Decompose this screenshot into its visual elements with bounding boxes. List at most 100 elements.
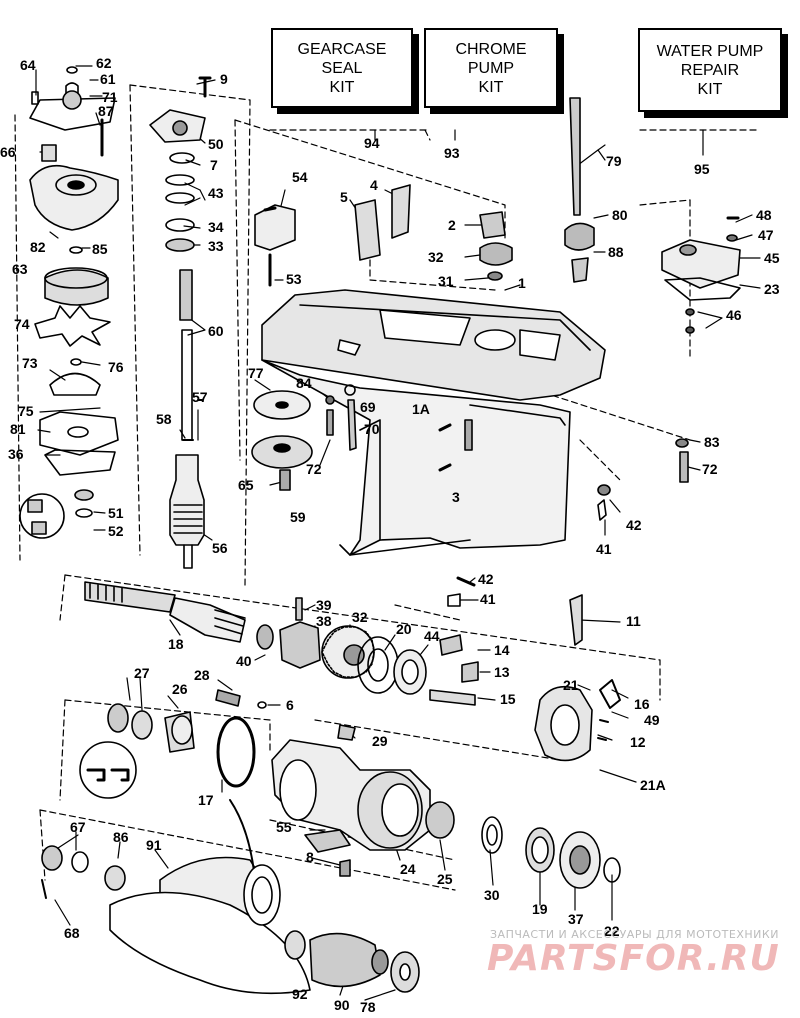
callout-9: 9 xyxy=(220,71,228,87)
callout-7: 7 xyxy=(210,157,218,173)
washer-6 xyxy=(257,701,267,709)
callout-17: 17 xyxy=(198,792,214,808)
drive-shaft-56 xyxy=(169,454,205,546)
callout-41: 41 xyxy=(596,541,612,557)
callout-77: 77 xyxy=(248,365,264,381)
callout-55: 55 xyxy=(276,819,292,835)
callout-14: 14 xyxy=(494,642,510,658)
callout-13: 13 xyxy=(494,664,510,680)
shift-lever-14 xyxy=(439,634,463,656)
callout-42b: 42 xyxy=(478,571,494,587)
pin-49 xyxy=(599,719,609,723)
screw-8 xyxy=(339,859,351,877)
ring-22 xyxy=(603,857,621,883)
shaft-60 xyxy=(181,329,193,441)
pin-39 xyxy=(295,597,303,621)
callout-44: 44 xyxy=(424,628,440,644)
callout-90: 90 xyxy=(334,997,350,1013)
washer-47 xyxy=(726,234,738,242)
callout-56: 56 xyxy=(212,540,228,556)
callout-47: 47 xyxy=(758,227,774,243)
callout-86: 86 xyxy=(113,829,129,845)
washer-34 xyxy=(165,218,195,232)
callout-75: 75 xyxy=(18,403,34,419)
callout-22: 22 xyxy=(604,923,620,939)
pin-15 xyxy=(429,689,476,706)
bolt-72 xyxy=(326,409,334,436)
callout-42: 42 xyxy=(626,517,642,533)
plate-5 xyxy=(354,199,381,261)
callout-28: 28 xyxy=(194,667,210,683)
callout-76: 76 xyxy=(108,359,124,375)
grommet-80 xyxy=(564,222,595,251)
callout-45: 45 xyxy=(764,250,780,266)
callout-61: 61 xyxy=(100,71,116,87)
callout-67: 67 xyxy=(70,819,86,835)
callout-24: 24 xyxy=(400,861,416,877)
callout-58: 58 xyxy=(156,411,172,427)
spacer-86 xyxy=(104,865,126,891)
callout-63: 63 xyxy=(12,261,28,277)
callout-65: 65 xyxy=(238,477,254,493)
spring-12 xyxy=(597,737,607,741)
washer-83 xyxy=(675,438,689,448)
callout-26: 26 xyxy=(172,681,188,697)
watermark-logo: PARTSFOR.RU xyxy=(487,938,780,979)
washer-67b xyxy=(71,851,89,873)
impeller-74 xyxy=(34,305,111,347)
callout-37: 37 xyxy=(568,911,584,927)
nut-31 xyxy=(487,271,503,281)
callout-95: 95 xyxy=(694,161,710,177)
callout-72b: 72 xyxy=(702,461,718,477)
anode-1A xyxy=(464,419,473,451)
washer-30 xyxy=(481,816,503,854)
callout-66: 66 xyxy=(0,144,16,160)
ring-51 xyxy=(74,489,94,501)
seal-7 xyxy=(169,152,195,164)
ring-52 xyxy=(75,508,93,518)
callout-8: 8 xyxy=(306,849,314,865)
gearcase-seal-kit-box: GEARCASE SEAL KIT xyxy=(271,28,413,108)
washer-43 xyxy=(165,174,195,186)
callout-4: 4 xyxy=(370,177,378,193)
callout-33: 33 xyxy=(208,238,224,254)
bearing-detail-circle xyxy=(79,741,137,799)
callout-64: 64 xyxy=(20,57,36,73)
impeller-housing-82 xyxy=(29,164,119,231)
key-76 xyxy=(70,358,82,366)
washer-84 xyxy=(325,395,335,405)
callout-82: 82 xyxy=(30,239,46,255)
gear-housing-parts xyxy=(271,739,621,889)
gasket-36 xyxy=(44,449,116,476)
gear-32 xyxy=(479,242,513,266)
callout-62: 62 xyxy=(96,55,112,71)
callout-54: 54 xyxy=(292,169,308,185)
stud-70 xyxy=(347,399,357,451)
clip-29 xyxy=(337,724,356,741)
shift-rod-11 xyxy=(569,594,583,646)
callout-49: 49 xyxy=(644,712,660,728)
callout-85: 85 xyxy=(92,241,108,257)
callout-39: 39 xyxy=(316,597,332,613)
callout-78: 78 xyxy=(360,999,376,1015)
callout-36: 36 xyxy=(8,446,24,462)
callout-69: 69 xyxy=(360,399,376,415)
callout-83: 83 xyxy=(704,434,720,450)
prop-shaft-18 xyxy=(84,581,176,613)
bearing-2 xyxy=(479,211,506,239)
callout-88: 88 xyxy=(608,244,624,260)
seal-detail-circle xyxy=(19,493,65,539)
screw-65 xyxy=(279,469,291,491)
callout-51: 51 xyxy=(108,505,124,521)
callout-52: 52 xyxy=(108,523,124,539)
callout-30: 30 xyxy=(484,887,500,903)
pump-cover-71 xyxy=(29,97,116,131)
callout-70: 70 xyxy=(364,421,380,437)
callout-32b: 32 xyxy=(352,609,368,625)
seal-73 xyxy=(49,372,101,396)
tube-79 xyxy=(569,97,581,216)
o-ring-85 xyxy=(69,246,83,254)
callout-59: 59 xyxy=(290,509,306,525)
callout-71: 71 xyxy=(102,89,118,105)
